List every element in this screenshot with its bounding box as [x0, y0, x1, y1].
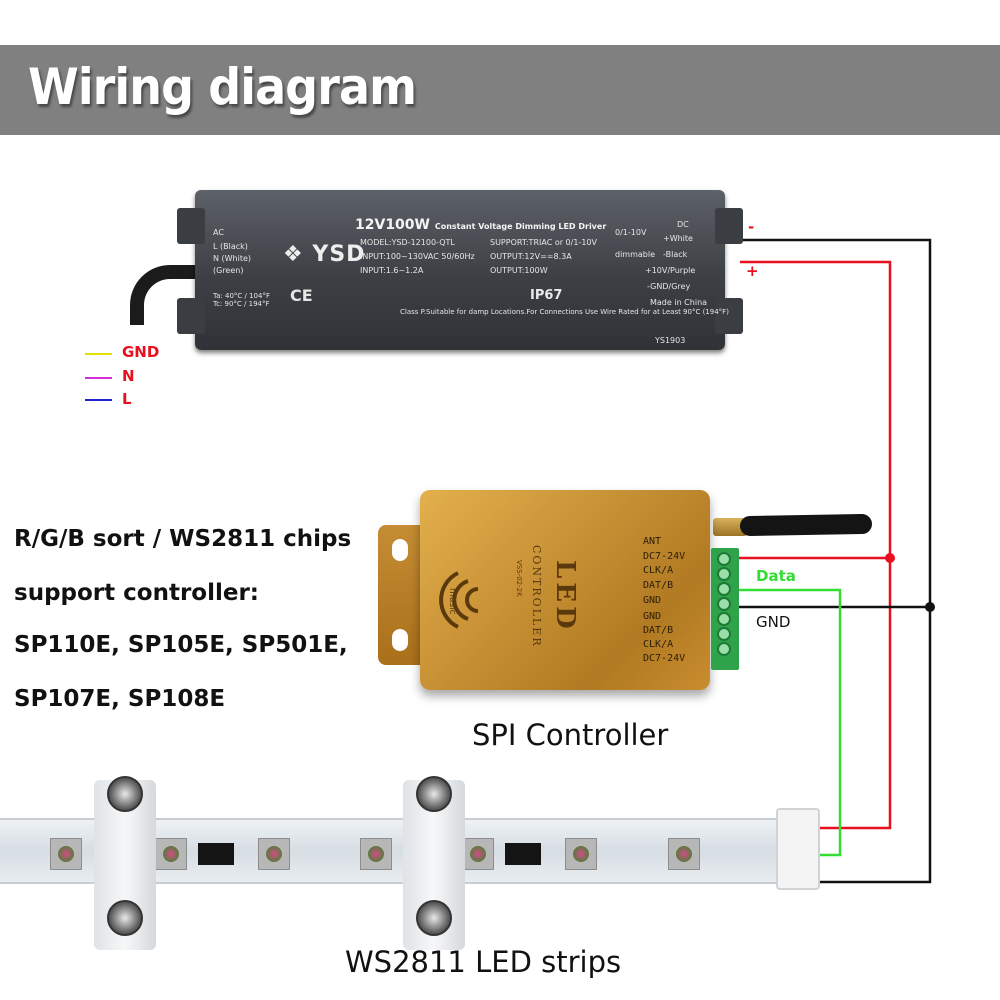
led-driver: 12V100W Constant Voltage Dimming LED Dri…: [177, 190, 743, 350]
spi-controller: [420, 490, 710, 690]
dc-minus-label: -: [748, 218, 755, 236]
controller-led-text: LED: [550, 560, 580, 633]
brand-logo: ❖ YSD: [283, 242, 366, 267]
ce-mark: CE: [290, 286, 313, 305]
driver-input-voltage: INPUT:100~130VAC 50/60Hz: [360, 252, 475, 261]
ac-label: AC: [213, 228, 224, 237]
controller-caption: SPI Controller: [472, 718, 669, 752]
driver-output-power: OUTPUT:100W: [490, 266, 548, 275]
page-title: Wiring diagram: [28, 58, 417, 116]
pin-dc-top: DC7-24V: [643, 551, 686, 562]
dim-range: 0/1-10V: [615, 228, 647, 237]
terminal-block: [711, 548, 739, 670]
ws2811-ic: [505, 843, 541, 865]
pin-clk-bottom: CLK/A: [643, 639, 674, 650]
mount-tab-left-top: [177, 208, 205, 244]
driver-serial: YS1903: [655, 336, 686, 345]
ac-label-n: N: [122, 367, 135, 385]
dc-plus-label: +: [746, 262, 759, 280]
dc-terminal-white: +White: [663, 234, 693, 243]
terminal-screw: [717, 567, 731, 581]
terminal-screw: [717, 597, 731, 611]
wire-minus-black: [740, 238, 932, 884]
ac-label-gnd: GND: [122, 343, 160, 361]
driver-input-current: INPUT:1.6~1.2A: [360, 266, 424, 275]
driver-output-voltage: OUTPUT:12V==8.3A: [490, 252, 572, 261]
antenna: [739, 513, 873, 537]
support-info-line3: SP110E, SP105E, SP501E,: [14, 632, 348, 658]
rgb-led: [462, 838, 494, 870]
ac-terminal-l: L (Black): [213, 242, 248, 251]
mount-hole-bottom: [392, 629, 408, 651]
terminal-screw: [717, 552, 731, 566]
data-signal-label: Data: [756, 567, 796, 585]
pin-dat-top: DAT/B: [643, 580, 674, 591]
dc-terminal-grey: -GND/Grey: [647, 282, 691, 291]
mount-tab-right-bottom: [715, 298, 743, 334]
mount-tab-left-bottom: [177, 298, 205, 334]
dc-terminal-purple: +10V/Purple: [645, 266, 696, 275]
gnd-signal-label: GND: [756, 613, 791, 631]
dc-label: DC: [677, 220, 689, 229]
terminal-screw: [717, 627, 731, 641]
rgb-led: [258, 838, 290, 870]
ac-terminal-n: N (White): [213, 254, 252, 263]
pin-clk-top: CLK/A: [643, 565, 674, 576]
junction-black: [925, 602, 935, 612]
junction-red: [885, 553, 895, 563]
mount-tab-right-top: [715, 208, 743, 244]
music-label: music: [447, 588, 457, 615]
dc-terminal-black: -Black: [663, 250, 688, 259]
header-banner: [0, 45, 1000, 135]
screw-icon: [107, 900, 143, 936]
controller-model: VSS-02-2K: [515, 560, 523, 597]
screw-icon: [416, 776, 452, 812]
pin-gnd-bottom: GND: [643, 611, 662, 622]
rgb-led: [565, 838, 597, 870]
wire-plus-red: [740, 260, 892, 830]
ip-rating: IP67: [530, 288, 563, 303]
pin-ant: ANT: [643, 536, 662, 547]
ac-label-l: L: [122, 390, 132, 408]
driver-model: MODEL:YSD-12100-QTL: [360, 238, 455, 247]
wireless-icon: [439, 571, 479, 629]
support-info-line4: SP107E, SP108E: [14, 686, 226, 712]
controller-sub-text: CONTROLLER: [530, 545, 543, 648]
mount-hole-top: [392, 539, 408, 561]
antenna-connector: [713, 518, 747, 536]
rgb-led: [155, 838, 187, 870]
strip-connector: [776, 808, 820, 890]
pin-gnd-top: GND: [643, 595, 662, 606]
terminal-screw: [717, 642, 731, 656]
rgb-led: [360, 838, 392, 870]
made-in: Made in China: [650, 298, 708, 307]
support-info-line1: R/G/B sort / WS2811 chips: [14, 526, 352, 552]
driver-heading: 12V100W Constant Voltage Dimming LED Dri…: [355, 217, 607, 233]
rgb-led: [668, 838, 700, 870]
pin-dc-bottom: DC7-24V: [643, 653, 686, 664]
strip-caption: WS2811 LED strips: [345, 945, 622, 979]
rgb-led: [50, 838, 82, 870]
ac-terminal-ground: (Green): [213, 266, 244, 275]
screw-icon: [416, 900, 452, 936]
dimmable-label: dimmable: [615, 250, 656, 259]
driver-footnote: Class P.Suitable for damp Locations.For …: [400, 308, 729, 316]
terminal-screw: [717, 582, 731, 596]
support-info-line2: support controller:: [14, 580, 259, 606]
ws2811-ic: [198, 843, 234, 865]
driver-support: SUPPORT:TRIAC or 0/1-10V: [490, 238, 597, 247]
pin-dat-bottom: DAT/B: [643, 625, 674, 636]
screw-icon: [107, 776, 143, 812]
terminal-screw: [717, 612, 731, 626]
driver-temps: Ta: 40°C / 104°F Tc: 90°C / 194°F: [213, 292, 270, 308]
